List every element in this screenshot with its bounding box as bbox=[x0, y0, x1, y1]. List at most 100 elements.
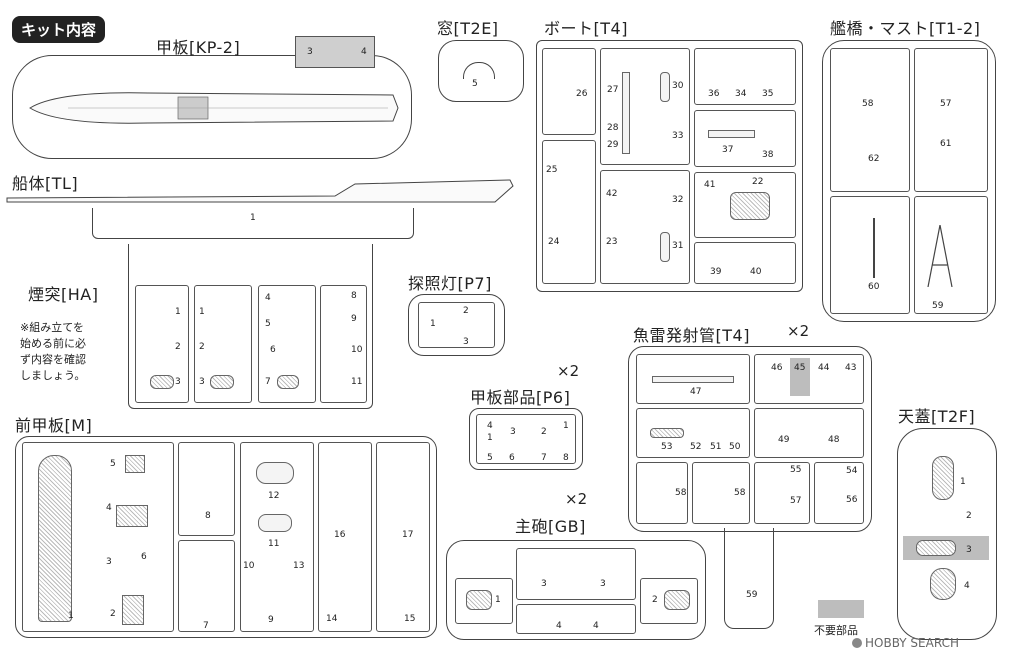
p6-part-1b: 1 bbox=[563, 421, 569, 431]
tl-part-1: 1 bbox=[250, 213, 256, 223]
funnel-part-7 bbox=[277, 375, 299, 389]
t4-part-41: 41 bbox=[704, 180, 716, 190]
sprue-p6-title: 甲板部品[P6] bbox=[470, 388, 571, 407]
t4b-part-50: 50 bbox=[729, 442, 741, 452]
t4b-part-55: 55 bbox=[790, 465, 802, 475]
funnel-part-3b bbox=[210, 375, 234, 389]
m-part-12: 12 bbox=[268, 491, 280, 501]
t4-cell-c bbox=[694, 48, 796, 105]
t12-cell-d bbox=[914, 196, 988, 314]
watermark-text: HOBBY SEARCH bbox=[865, 636, 959, 650]
ha-part-10: 10 bbox=[351, 345, 363, 355]
kp2-part-4: 4 bbox=[361, 47, 367, 57]
t4b-cell-e bbox=[636, 462, 688, 524]
t4-cell-d bbox=[694, 110, 796, 167]
sprue-tl-title: 船体[TL] bbox=[12, 174, 79, 193]
p7-part-1: 1 bbox=[430, 319, 436, 329]
t4b-part-57: 57 bbox=[790, 496, 802, 506]
boat-part-37 bbox=[708, 130, 755, 138]
mast-part-60 bbox=[873, 218, 875, 278]
t4-cell-e bbox=[542, 140, 596, 284]
sprue-kp2-title: 甲板[KP-2] bbox=[156, 38, 241, 57]
t2f-part-4: 4 bbox=[964, 581, 970, 591]
fore-deck-part-5 bbox=[125, 455, 145, 473]
t4-part-37: 37 bbox=[722, 145, 734, 155]
m-cell-c bbox=[178, 540, 235, 632]
sprue-p7-title: 探照灯[P7] bbox=[408, 274, 492, 293]
t4b-part-46: 46 bbox=[771, 363, 783, 373]
t4-part-40: 40 bbox=[750, 267, 762, 277]
m-part-10: 10 bbox=[243, 561, 255, 571]
t12-part-57: 57 bbox=[940, 99, 952, 109]
deck-part bbox=[28, 87, 400, 129]
ha-part-1b: 1 bbox=[199, 307, 205, 317]
ha-part-2a: 2 bbox=[175, 342, 181, 352]
canopy-part-1 bbox=[932, 456, 954, 500]
p6-part-5: 5 bbox=[487, 453, 493, 463]
sprue-gb-title: 主砲[GB] bbox=[515, 517, 586, 536]
t4b-part-51: 51 bbox=[710, 442, 722, 452]
m-part-11: 11 bbox=[268, 539, 280, 549]
funnel-part-3a bbox=[150, 375, 174, 389]
watermark: HOBBY SEARCH bbox=[852, 636, 959, 650]
t4b-part-53: 53 bbox=[661, 442, 673, 452]
t12-cell-b bbox=[914, 48, 988, 192]
ha-part-6: 6 bbox=[270, 345, 276, 355]
t4b-part-45-highlight bbox=[790, 358, 810, 396]
sprue-p6-multiplier: ×2 bbox=[557, 362, 580, 380]
ha-part-4: 4 bbox=[265, 293, 271, 303]
m-part-4: 4 bbox=[106, 503, 112, 513]
t4b-part-56: 56 bbox=[846, 495, 858, 505]
ha-part-3b: 3 bbox=[199, 377, 205, 387]
unneeded-parts-label: 不要部品 bbox=[814, 624, 858, 637]
t4-part-39: 39 bbox=[710, 267, 722, 277]
kp2-tab bbox=[295, 36, 375, 68]
t4-part-34: 34 bbox=[735, 89, 747, 99]
m-part-5: 5 bbox=[110, 459, 116, 469]
gun-part-1 bbox=[466, 590, 492, 610]
m-cell-f bbox=[376, 442, 430, 632]
canopy-part-4 bbox=[930, 568, 956, 600]
note-line-1: ※組み立てを bbox=[20, 321, 84, 334]
t4-cell-f bbox=[600, 170, 690, 284]
t4-part-22: 22 bbox=[752, 177, 764, 187]
m-part-9: 9 bbox=[268, 615, 274, 625]
note-line-2: 始める前に必 bbox=[20, 337, 86, 350]
t4-part-35: 35 bbox=[762, 89, 774, 99]
m-part-6: 6 bbox=[141, 552, 147, 562]
t4-part-36: 36 bbox=[708, 89, 720, 99]
m-part-1: 1 bbox=[68, 611, 74, 621]
p6-part-1a: 1 bbox=[487, 433, 493, 443]
gun-part-2 bbox=[664, 590, 690, 610]
t4-cell-a bbox=[542, 48, 596, 135]
t12-part-62: 62 bbox=[868, 154, 880, 164]
canopy-part-3 bbox=[916, 540, 956, 556]
watermark-icon bbox=[852, 638, 862, 648]
t4b-cell-f bbox=[692, 462, 750, 524]
t2f-part-1: 1 bbox=[960, 477, 966, 487]
t4b-part-54: 54 bbox=[846, 466, 858, 476]
t4b-sprue-tail bbox=[724, 528, 774, 629]
t4b-part-49: 49 bbox=[778, 435, 790, 445]
fore-deck-part-11 bbox=[258, 514, 292, 532]
p6-part-6: 6 bbox=[509, 453, 515, 463]
ha-part-11: 11 bbox=[351, 377, 363, 387]
t4b-cell-g bbox=[754, 462, 810, 524]
ha-cell-d bbox=[320, 285, 367, 403]
t12-part-60: 60 bbox=[868, 282, 880, 292]
sprue-t2f-title: 天蓋[T2F] bbox=[898, 407, 976, 426]
m-part-14: 14 bbox=[326, 614, 338, 624]
p6-part-2: 2 bbox=[541, 427, 547, 437]
t4b-part-58b: 58 bbox=[734, 488, 746, 498]
t4b-part-44: 44 bbox=[818, 363, 830, 373]
ha-part-8: 8 bbox=[351, 291, 357, 301]
t12-part-58: 58 bbox=[862, 99, 874, 109]
m-part-17: 17 bbox=[402, 530, 414, 540]
sprue-t12-title: 艦橋・マスト[T1-2] bbox=[830, 19, 981, 38]
sprue-m-title: 前甲板[M] bbox=[15, 416, 93, 435]
t2f-part-2: 2 bbox=[966, 511, 972, 521]
t12-cell-a bbox=[830, 48, 910, 192]
torpedo-tube-47 bbox=[652, 376, 734, 383]
t2e-part-5: 5 bbox=[472, 79, 478, 89]
gb-cell-b bbox=[516, 548, 636, 600]
